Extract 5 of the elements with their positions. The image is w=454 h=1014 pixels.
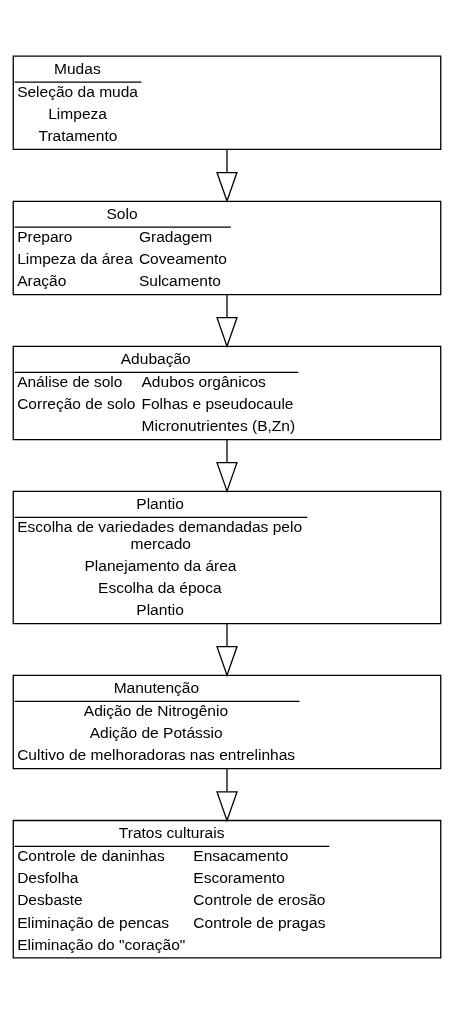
arrow xyxy=(216,439,238,494)
arrow xyxy=(216,623,238,678)
arrow xyxy=(216,294,238,349)
arrow xyxy=(216,768,238,823)
arrow xyxy=(216,148,238,204)
